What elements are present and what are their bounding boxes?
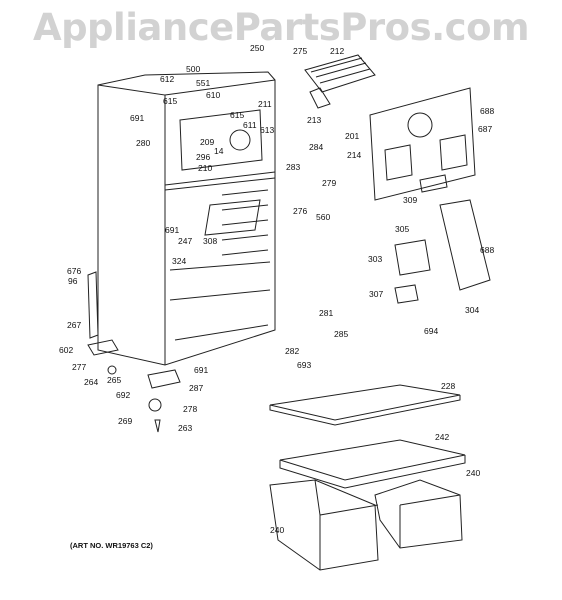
part-label: 279 bbox=[322, 178, 336, 188]
art-number: (ART NO. WR19763 C2) bbox=[70, 541, 153, 550]
part-label: 691 bbox=[194, 365, 208, 375]
part-label: 500 bbox=[186, 64, 200, 74]
part-label: 282 bbox=[285, 346, 299, 356]
part-label: 240 bbox=[270, 525, 284, 535]
part-label: 687 bbox=[478, 124, 492, 134]
part-label: 228 bbox=[441, 381, 455, 391]
lower-left-parts bbox=[87, 271, 181, 433]
part-label: 210 bbox=[198, 163, 212, 173]
part-label: 287 bbox=[189, 383, 203, 393]
part-label: 201 bbox=[345, 131, 359, 141]
part-label: 309 bbox=[403, 195, 417, 205]
part-label: 242 bbox=[435, 432, 449, 442]
part-label: 296 bbox=[196, 152, 210, 162]
part-label: 240 bbox=[466, 468, 480, 478]
part-label: 277 bbox=[72, 362, 86, 372]
part-label: 213 bbox=[307, 115, 321, 125]
part-label: 307 bbox=[369, 289, 383, 299]
part-label: 304 bbox=[465, 305, 479, 315]
part-label: 280 bbox=[136, 138, 150, 148]
part-label: 263 bbox=[178, 423, 192, 433]
part-label: 284 bbox=[309, 142, 323, 152]
part-label: 264 bbox=[84, 377, 98, 387]
top-wire-shelf bbox=[304, 54, 376, 109]
part-label: 305 bbox=[395, 224, 409, 234]
freezer-back-panel bbox=[369, 87, 476, 201]
part-label: 324 bbox=[172, 256, 186, 266]
part-label: 212 bbox=[330, 46, 344, 56]
part-label: 688 bbox=[480, 106, 494, 116]
part-label: 691 bbox=[130, 113, 144, 123]
part-label: 283 bbox=[286, 162, 300, 172]
part-label: 275 bbox=[293, 46, 307, 56]
part-label: 96 bbox=[68, 276, 78, 286]
part-label: 214 bbox=[347, 150, 361, 160]
part-label: 276 bbox=[293, 206, 307, 216]
meat-pan-parts bbox=[394, 199, 491, 304]
part-label: 285 bbox=[334, 329, 348, 339]
part-label: 267 bbox=[67, 320, 81, 330]
part-label: 281 bbox=[319, 308, 333, 318]
part-label: 308 bbox=[203, 236, 217, 246]
part-label: 211 bbox=[258, 99, 272, 109]
part-label: 611 bbox=[243, 120, 257, 130]
refrigerator-cabinet bbox=[97, 71, 276, 366]
part-label: 269 bbox=[118, 416, 132, 426]
part-label: 551 bbox=[196, 78, 210, 88]
part-label: 694 bbox=[424, 326, 438, 336]
crisper-drawers bbox=[269, 479, 463, 571]
part-label: 612 bbox=[160, 74, 174, 84]
crisper-cover bbox=[279, 439, 466, 489]
watermark-text: AppliancePartsPros.com bbox=[32, 6, 530, 49]
part-label: 250 bbox=[250, 43, 264, 53]
part-label: 602 bbox=[59, 345, 73, 355]
glass-shelf bbox=[269, 384, 461, 426]
part-label: 303 bbox=[368, 254, 382, 264]
part-label: 560 bbox=[316, 212, 330, 222]
part-label: 693 bbox=[297, 360, 311, 370]
part-label: 688 bbox=[480, 245, 494, 255]
part-label: 265 bbox=[107, 375, 121, 385]
part-label: 615 bbox=[163, 96, 177, 106]
part-labels: 500 612 551 615 610 691 280 209 296 14 2… bbox=[59, 43, 494, 535]
part-label: 692 bbox=[116, 390, 130, 400]
part-label: 278 bbox=[183, 404, 197, 414]
part-label: 247 bbox=[178, 236, 192, 246]
part-label: 691 bbox=[165, 225, 179, 235]
part-label: 676 bbox=[67, 266, 81, 276]
part-label: 209 bbox=[200, 137, 214, 147]
part-label: 615 bbox=[230, 110, 244, 120]
part-label: 610 bbox=[206, 90, 220, 100]
part-label: 14 bbox=[214, 146, 224, 156]
part-label: 613 bbox=[260, 125, 274, 135]
